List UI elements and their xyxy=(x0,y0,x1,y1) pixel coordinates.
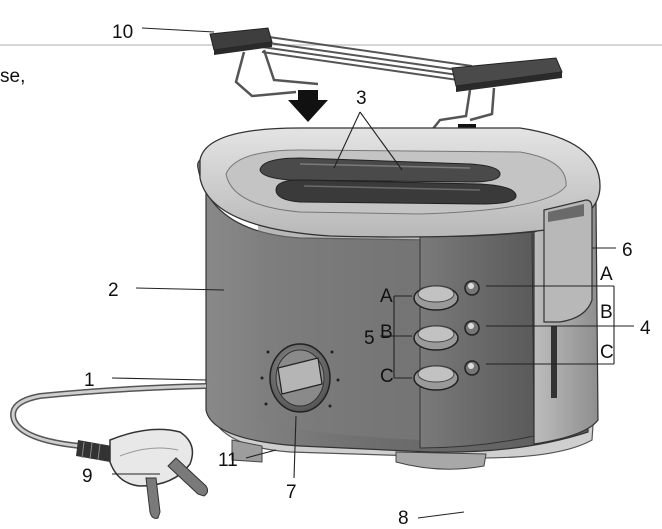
function-buttons xyxy=(413,285,459,391)
callout-2: 2 xyxy=(108,280,119,301)
callout-3: 3 xyxy=(356,88,367,109)
bun-warmer-rack xyxy=(209,27,563,132)
callout-10: 10 xyxy=(112,22,133,43)
cut-off-text: se, xyxy=(0,66,26,87)
callout-1: 1 xyxy=(84,370,95,391)
callout-5: 5 xyxy=(364,328,375,349)
button-label-a: A xyxy=(380,286,393,307)
browning-control-knob xyxy=(260,343,340,413)
callout-7: 7 xyxy=(286,482,297,503)
toaster-body xyxy=(197,127,601,470)
button-label-c: C xyxy=(380,366,394,387)
indicator-lights xyxy=(464,280,480,376)
button-label-b: B xyxy=(380,322,393,343)
indicator-label-a: A xyxy=(600,264,613,285)
callout-4: 4 xyxy=(640,318,651,339)
callout-6: 6 xyxy=(622,240,633,261)
callout-11: 11 xyxy=(218,450,238,471)
indicator-label-b: B xyxy=(600,302,613,323)
callout-8: 8 xyxy=(398,508,409,529)
indicator-label-c: C xyxy=(600,342,614,363)
leader-lines xyxy=(111,27,634,519)
insert-arrow-left xyxy=(288,90,328,122)
callout-9: 9 xyxy=(82,466,93,487)
power-cord-plug xyxy=(10,383,209,519)
